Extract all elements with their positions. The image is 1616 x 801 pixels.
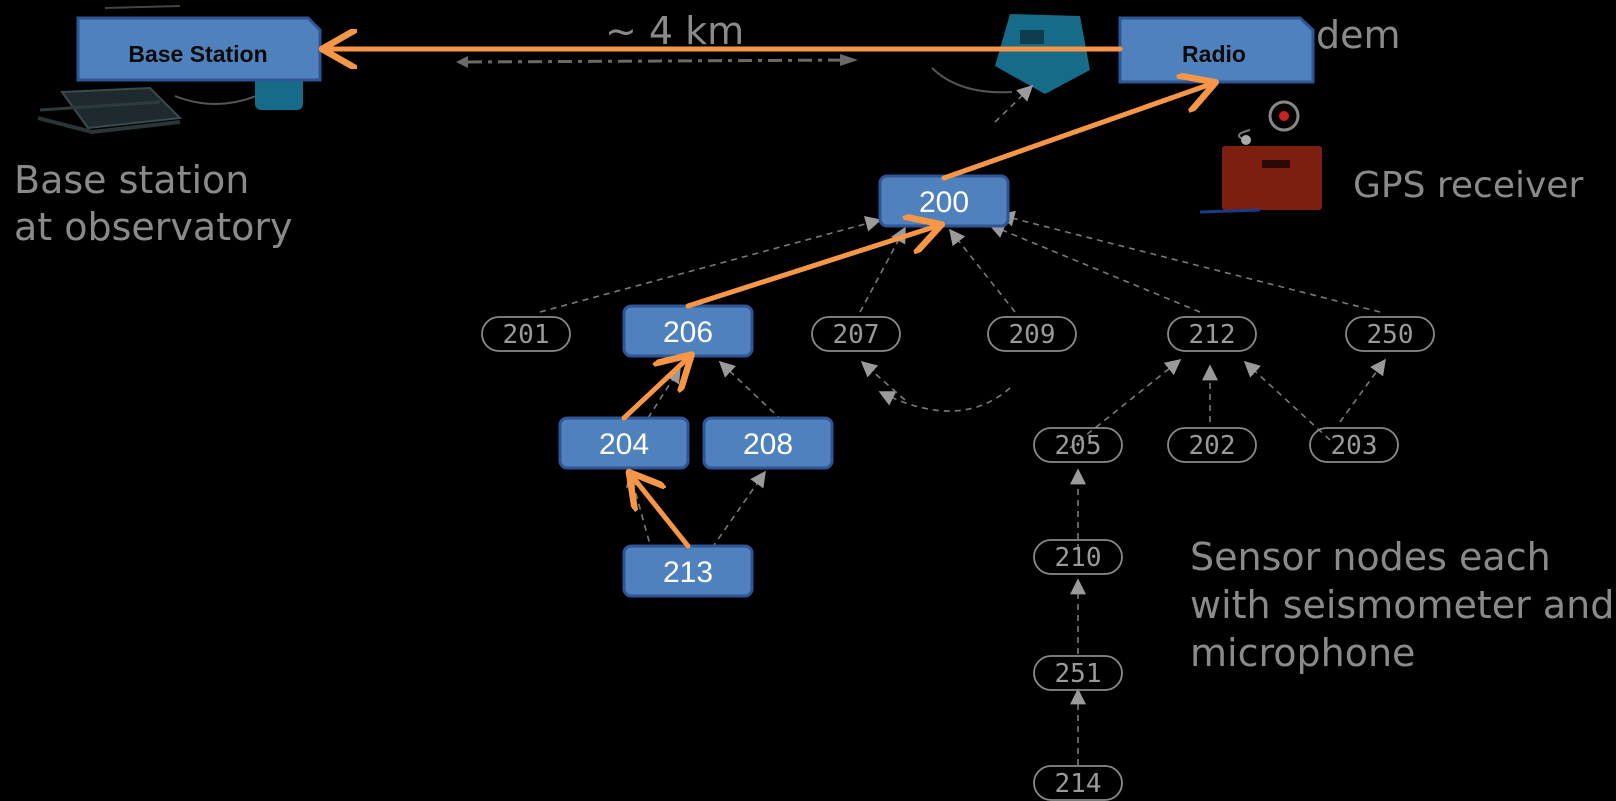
sensor-caption-line1: Sensor nodes each [1190, 535, 1551, 579]
sensor-node-label: 214 [1055, 769, 1102, 799]
sensor-node-label: 207 [833, 320, 880, 350]
route-arrow-200-to-radio [941, 84, 1211, 181]
laptop-icon [37, 5, 183, 135]
sensor-caption-line3: microphone [1190, 631, 1415, 675]
sensor-node-label: 202 [1189, 431, 1236, 461]
node-box-200: 200 [878, 174, 1010, 228]
node-box-206: 206 [622, 304, 754, 358]
sensor-node-205 [1033, 427, 1123, 463]
route-arrow-204-to-206 [621, 358, 688, 421]
distance-line [456, 54, 858, 68]
node-box-204-label: 204 [599, 428, 649, 461]
node-box-208: 208 [702, 416, 834, 470]
node-box-213: 213 [622, 544, 754, 598]
sensor-node-203 [1309, 427, 1399, 463]
sensor-node-210 [1033, 539, 1123, 575]
node-box-206-label: 206 [663, 316, 713, 349]
sensor-caption-line2: with seismometer and [1190, 583, 1614, 627]
route-arrow-213-to-204 [632, 476, 691, 549]
sensor-node-label: 203 [1331, 431, 1378, 461]
highlight-box-radio: Radio [1118, 16, 1315, 84]
sensor-node-label: 201 [503, 320, 550, 350]
sensor-node-labels: 201 207 209 212 250 205 202 203 210 251 … [503, 320, 1414, 799]
sensor-node-label: 210 [1055, 543, 1102, 573]
node-box-200-label: 200 [919, 186, 969, 219]
node-box-208-label: 208 [743, 428, 793, 461]
gps-caption: GPS receiver [1353, 165, 1583, 206]
sensor-node-label: 250 [1367, 320, 1414, 350]
sensor-node-label: 251 [1055, 659, 1102, 689]
base-station-caption-line1: Base station [14, 158, 249, 202]
sensor-node-209 [987, 316, 1077, 352]
sensor-node-202 [1167, 427, 1257, 463]
distance-label: ~ 4 km [605, 9, 744, 53]
sensor-node-207 [811, 316, 901, 352]
highlight-box-base-station: Base Station [76, 16, 322, 82]
sensor-node-label: 212 [1189, 320, 1236, 350]
sensor-node-250 [1345, 316, 1435, 352]
sensor-node-251 [1033, 655, 1123, 691]
sensor-node-201 [481, 316, 571, 352]
node-box-213-label: 213 [663, 556, 713, 589]
modem-caption: dem [1316, 13, 1401, 57]
gps-receiver-icon [1199, 100, 1322, 214]
sensor-node-label: 205 [1055, 431, 1102, 461]
base-station-caption-line2: at observatory [14, 205, 292, 249]
radio-box-label: Radio [1182, 41, 1246, 67]
base-station-box-label: Base Station [128, 41, 267, 67]
node-box-204: 204 [558, 416, 690, 470]
route-arrow-206-to-200 [685, 226, 937, 309]
route-arrows [327, 49, 1211, 549]
sensor-node-212 [1167, 316, 1257, 352]
sensor-node-label: 209 [1009, 320, 1056, 350]
radio-modem-icon [931, 14, 1090, 94]
sensor-node-214 [1033, 765, 1123, 801]
sensor-node-ovals [481, 316, 1435, 801]
